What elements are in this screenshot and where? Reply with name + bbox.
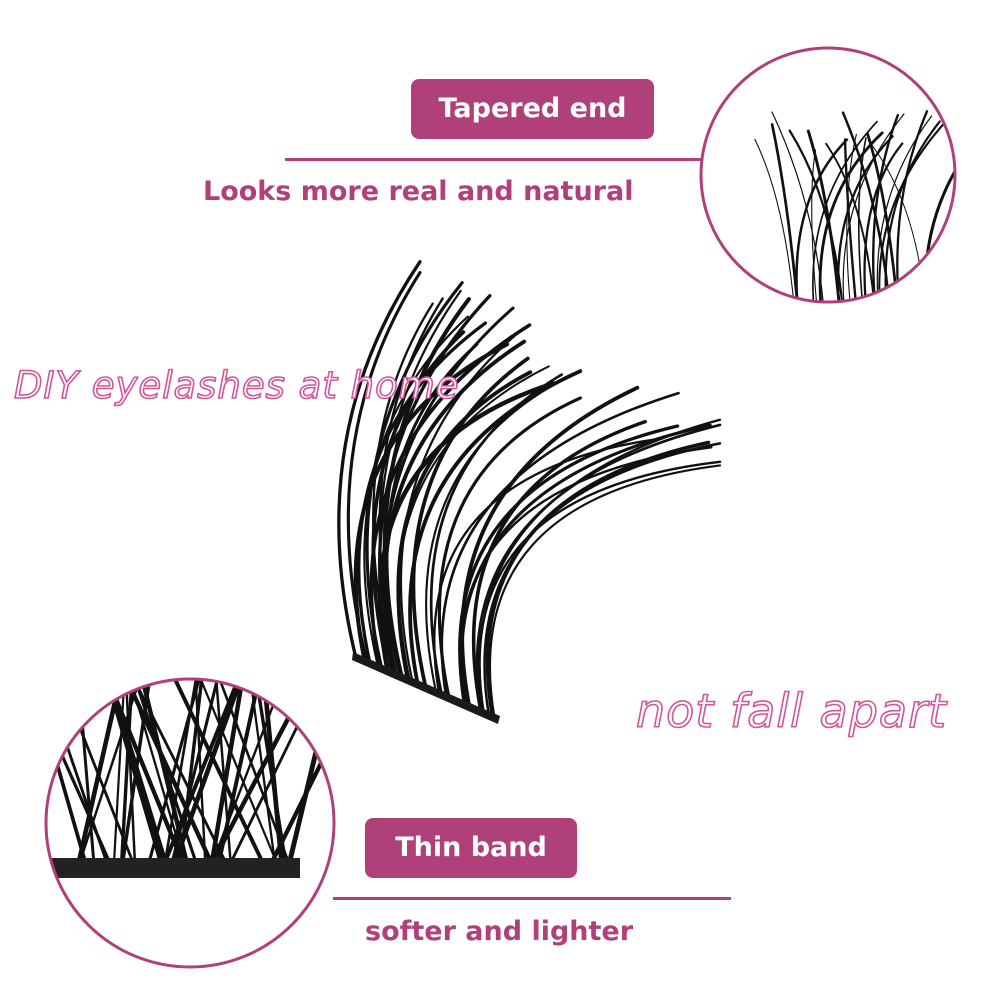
lash-tip [825, 142, 876, 301]
lash-strand-closeup [112, 680, 126, 870]
lash-strand [408, 369, 583, 686]
lash-strand [353, 342, 510, 663]
thin-band-caption: softer and lighter [365, 916, 634, 947]
lash-strand [433, 437, 664, 695]
lash-strand-closeup [124, 680, 137, 870]
lash-strand-closeup [47, 680, 89, 870]
closeup-circle-top [699, 46, 957, 304]
lash-tip [872, 113, 900, 301]
lash-strand [489, 464, 722, 720]
lash-tip [842, 113, 905, 301]
lash-strand-closeup [107, 680, 170, 871]
lash-strand-closeup [194, 680, 207, 870]
lash-strand-closeup [254, 680, 289, 870]
lash-strand-closeup [249, 680, 277, 870]
lash-tip [923, 116, 954, 301]
diy-slogan: DIY eyelashes at home [13, 363, 460, 408]
lash-tip [863, 142, 904, 301]
lash-strand [396, 365, 550, 681]
tapered-end-badge: Tapered end [411, 79, 654, 139]
lash-strand [429, 373, 563, 697]
lash-strand-closeup [266, 680, 333, 871]
lash-strand-closeup [124, 680, 216, 871]
lash-strand [460, 423, 712, 708]
lash-tip [878, 114, 953, 301]
lash-tip [818, 131, 884, 301]
lash-strand [378, 294, 492, 675]
lash-cluster-main [337, 260, 722, 724]
lash-strand-closeup [208, 680, 245, 871]
lash-strand-closeup [133, 680, 230, 870]
lash-tip [806, 129, 842, 301]
lash-strand [425, 377, 566, 694]
closeup-circle-bottom [44, 677, 336, 969]
lash-strand-closeup [169, 680, 219, 870]
tapered-end-caption: Looks more real and natural [203, 176, 634, 207]
lash-tip [841, 111, 892, 301]
thin-band-badge: Thin band [365, 818, 577, 878]
top-divider [285, 158, 703, 161]
lash-strand-closeup [133, 680, 200, 870]
lash-tip [884, 120, 941, 301]
not-fall-apart-slogan: not fall apart [635, 683, 948, 739]
lash-strand [440, 391, 680, 699]
lash-band [352, 652, 500, 724]
thin-band-closeup [47, 680, 333, 878]
lash-strand [478, 460, 722, 715]
lash-strand-closeup [173, 680, 268, 870]
lash-strand [346, 270, 422, 663]
lash-strand [411, 356, 530, 690]
lash-tip [843, 138, 858, 301]
lash-strand [458, 424, 680, 707]
lash-strand-closeup [47, 680, 114, 870]
lash-strand-closeup [76, 680, 141, 870]
lash-strand-closeup [199, 680, 280, 870]
tapered-end-closeup [754, 110, 954, 301]
lash-strand [471, 419, 648, 715]
bottom-divider [333, 897, 731, 900]
lash-tip [788, 129, 844, 301]
lash-strand [396, 370, 533, 682]
thin-band-closeup-band [47, 858, 300, 878]
lash-strand [337, 260, 422, 658]
lash-tip [811, 149, 818, 301]
lash-strand [379, 289, 462, 676]
lash-tip [754, 138, 796, 301]
lash-strand-closeup [170, 680, 243, 871]
lash-strand [399, 328, 523, 683]
lash-tip [770, 123, 800, 301]
lash-strand [475, 423, 722, 714]
